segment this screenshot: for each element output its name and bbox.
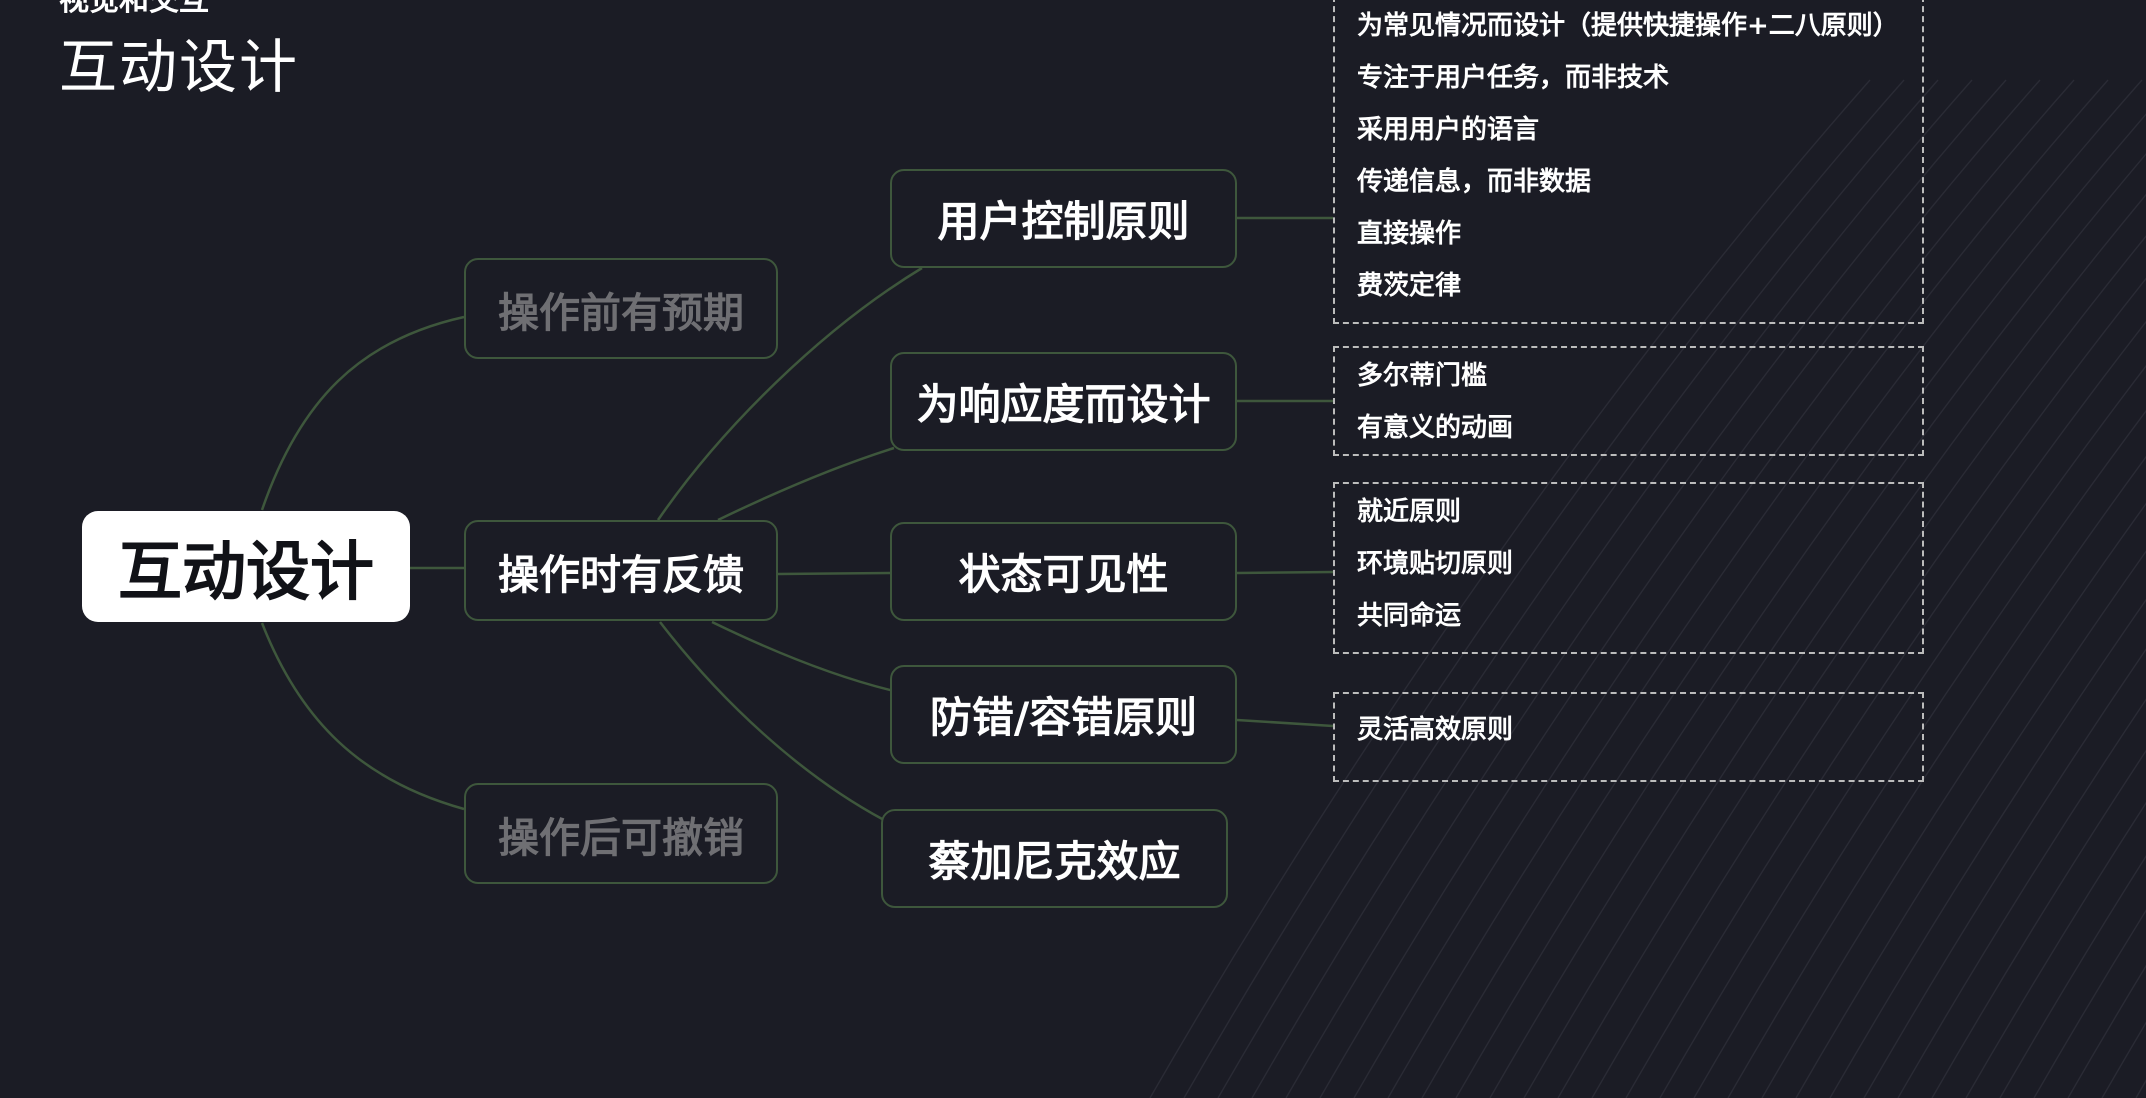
detail-item: 多尔蒂门槛 [1357, 361, 1488, 391]
connector-feedback-to-user-control [656, 266, 923, 521]
connector-root-to-undo [260, 622, 465, 811]
detail-item: 费茨定律 [1357, 271, 1462, 301]
background-arc-line [1353, 79, 2075, 1098]
background-arc-line [1727, 455, 2146, 1098]
background-arc-line [1149, 79, 1871, 1098]
node-responsiveness: 为响应度而设计 [890, 352, 1237, 451]
detail-box-user-control: 为常见情况而设计（提供快捷操作+二八原则） 专注于用户任务，而非技术 采用用户的… [1333, 0, 1924, 324]
background-arc-line [1183, 79, 1905, 1098]
background-arc-line [1659, 365, 2146, 1098]
page-eyebrow: 视觉和交互 [59, 0, 209, 18]
background-arc-line [1591, 277, 2146, 1098]
detail-item: 为常见情况而设计（提供快捷操作+二八原则） [1357, 11, 1899, 41]
connector-feedback-to-visibility [777, 571, 891, 576]
detail-item: 传递信息，而非数据 [1357, 167, 1592, 197]
background-arc-line [1761, 502, 2146, 1098]
background-arc-line [1523, 193, 2146, 1098]
node-error-tolerance: 防错/容错原则 [890, 665, 1237, 764]
background-arc-line [1557, 235, 2146, 1098]
node-zeigarnik: 蔡加尼克效应 [881, 809, 1228, 908]
node-user-control: 用户控制原则 [890, 169, 1237, 268]
background-arc-line [1319, 79, 2041, 1098]
node-undo: 操作后可撤销 [464, 783, 778, 884]
background-arc-line [1217, 79, 1939, 1098]
background-arc-line [2033, 909, 2146, 1098]
root-node: 互动设计 [82, 511, 410, 622]
background-arc-line [1897, 698, 2146, 1098]
background-arc-line [1999, 855, 2146, 1098]
detail-item: 采用用户的语言 [1357, 115, 1540, 145]
background-arc-line [1693, 410, 2146, 1098]
background-arc-line [1829, 598, 2146, 1098]
background-arc-line [1489, 153, 2146, 1098]
connector-error-to-detail [1236, 718, 1334, 728]
detail-item: 环境贴切原则 [1357, 549, 1514, 579]
page-title: 互动设计 [59, 33, 300, 101]
detail-box-visibility: 就近原则 环境贴切原则 共同命运 [1333, 482, 1924, 654]
detail-item: 共同命运 [1357, 601, 1462, 631]
background-arc-line [1455, 113, 2146, 1098]
background-arc-line [1625, 320, 2146, 1098]
background-arc-line [1795, 550, 2146, 1098]
connector-feedback-to-error [711, 620, 895, 693]
background-arc-line [1931, 749, 2146, 1098]
background-arc-line [1965, 801, 2146, 1098]
connector-feedback-to-responsiveness [717, 446, 895, 522]
connector-visibility-to-detail [1236, 570, 1334, 575]
node-feedback: 操作时有反馈 [464, 520, 778, 621]
detail-item: 直接操作 [1357, 219, 1462, 249]
background-arc-line [1387, 79, 2109, 1098]
detail-item: 灵活高效原则 [1357, 715, 1514, 745]
detail-box-responsiveness: 多尔蒂门槛 有意义的动画 [1333, 346, 1924, 456]
detail-item: 有意义的动画 [1357, 413, 1514, 443]
background-arc-line [1251, 79, 1973, 1098]
background-arc-line [1863, 648, 2146, 1098]
node-visibility: 状态可见性 [890, 522, 1237, 621]
connector-root-to-expect [260, 315, 465, 511]
background-arc-line [1285, 79, 2007, 1098]
connector-feedback-to-zeigarnik [659, 621, 885, 822]
detail-item: 就近原则 [1357, 497, 1462, 527]
detail-item: 专注于用户任务，而非技术 [1357, 63, 1670, 93]
node-expectation: 操作前有预期 [464, 258, 778, 359]
background-arc-line [1421, 79, 2143, 1098]
detail-box-error-tolerance: 灵活高效原则 [1333, 692, 1924, 782]
